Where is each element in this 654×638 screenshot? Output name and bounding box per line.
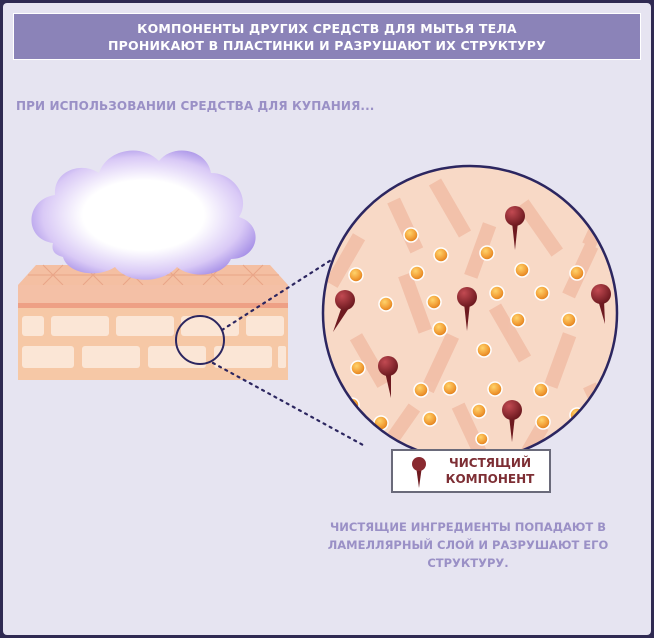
cleansing-pin-icon: [412, 457, 426, 488]
cleansing-pin-icon: [333, 206, 611, 442]
header-banner: КОМПОНЕНТЫ ДРУГИХ СРЕДСТВ ДЛЯ МЫТЬЯ ТЕЛА…: [13, 13, 641, 60]
legend-box: ЧИСТЯЩИЙ КОМПОНЕНТ: [391, 449, 551, 493]
legend-label: ЧИСТЯЩИЙ КОМПОНЕНТ: [435, 455, 545, 487]
infographic-frame: КОМПОНЕНТЫ ДРУГИХ СРЕДСТВ ДЛЯ МЫТЬЯ ТЕЛА…: [3, 3, 651, 635]
caption-line-2: ЛАМЕЛЛЯРНЫЙ СЛОЙ И РАЗРУШАЮТ ЕГО: [327, 538, 609, 552]
subtitle: ПРИ ИСПОЛЬЗОВАНИИ СРЕДСТВА ДЛЯ КУПАНИЯ..…: [16, 99, 375, 113]
header-line-2: ПРОНИКАЮТ В ПЛАСТИНКИ И РАЗРУШАЮТ ИХ СТР…: [108, 37, 546, 53]
caption: ЧИСТЯЩИЕ ИНГРЕДИЕНТЫ ПОПАДАЮТ В ЛАМЕЛЛЯР…: [303, 518, 633, 572]
caption-line-3: СТРУКТУРУ.: [427, 556, 509, 570]
illustration: [18, 150, 619, 462]
magnifier-ring-small: [175, 315, 225, 365]
magnifier-circle-icon: [321, 164, 619, 462]
skin-layer-icon: [18, 264, 288, 380]
header-line-1: КОМПОНЕНТЫ ДРУГИХ СРЕДСТВ ДЛЯ МЫТЬЯ ТЕЛА: [137, 20, 517, 36]
caption-line-1: ЧИСТЯЩИЕ ИНГРЕДИЕНТЫ ПОПАДАЮТ В: [330, 520, 606, 534]
legend-line-2: КОМПОНЕНТ: [445, 472, 535, 486]
foam-cloud-icon: [31, 150, 256, 280]
legend-line-1: ЧИСТЯЩИЙ: [449, 456, 531, 470]
zoom-connector-lines: [211, 253, 365, 447]
